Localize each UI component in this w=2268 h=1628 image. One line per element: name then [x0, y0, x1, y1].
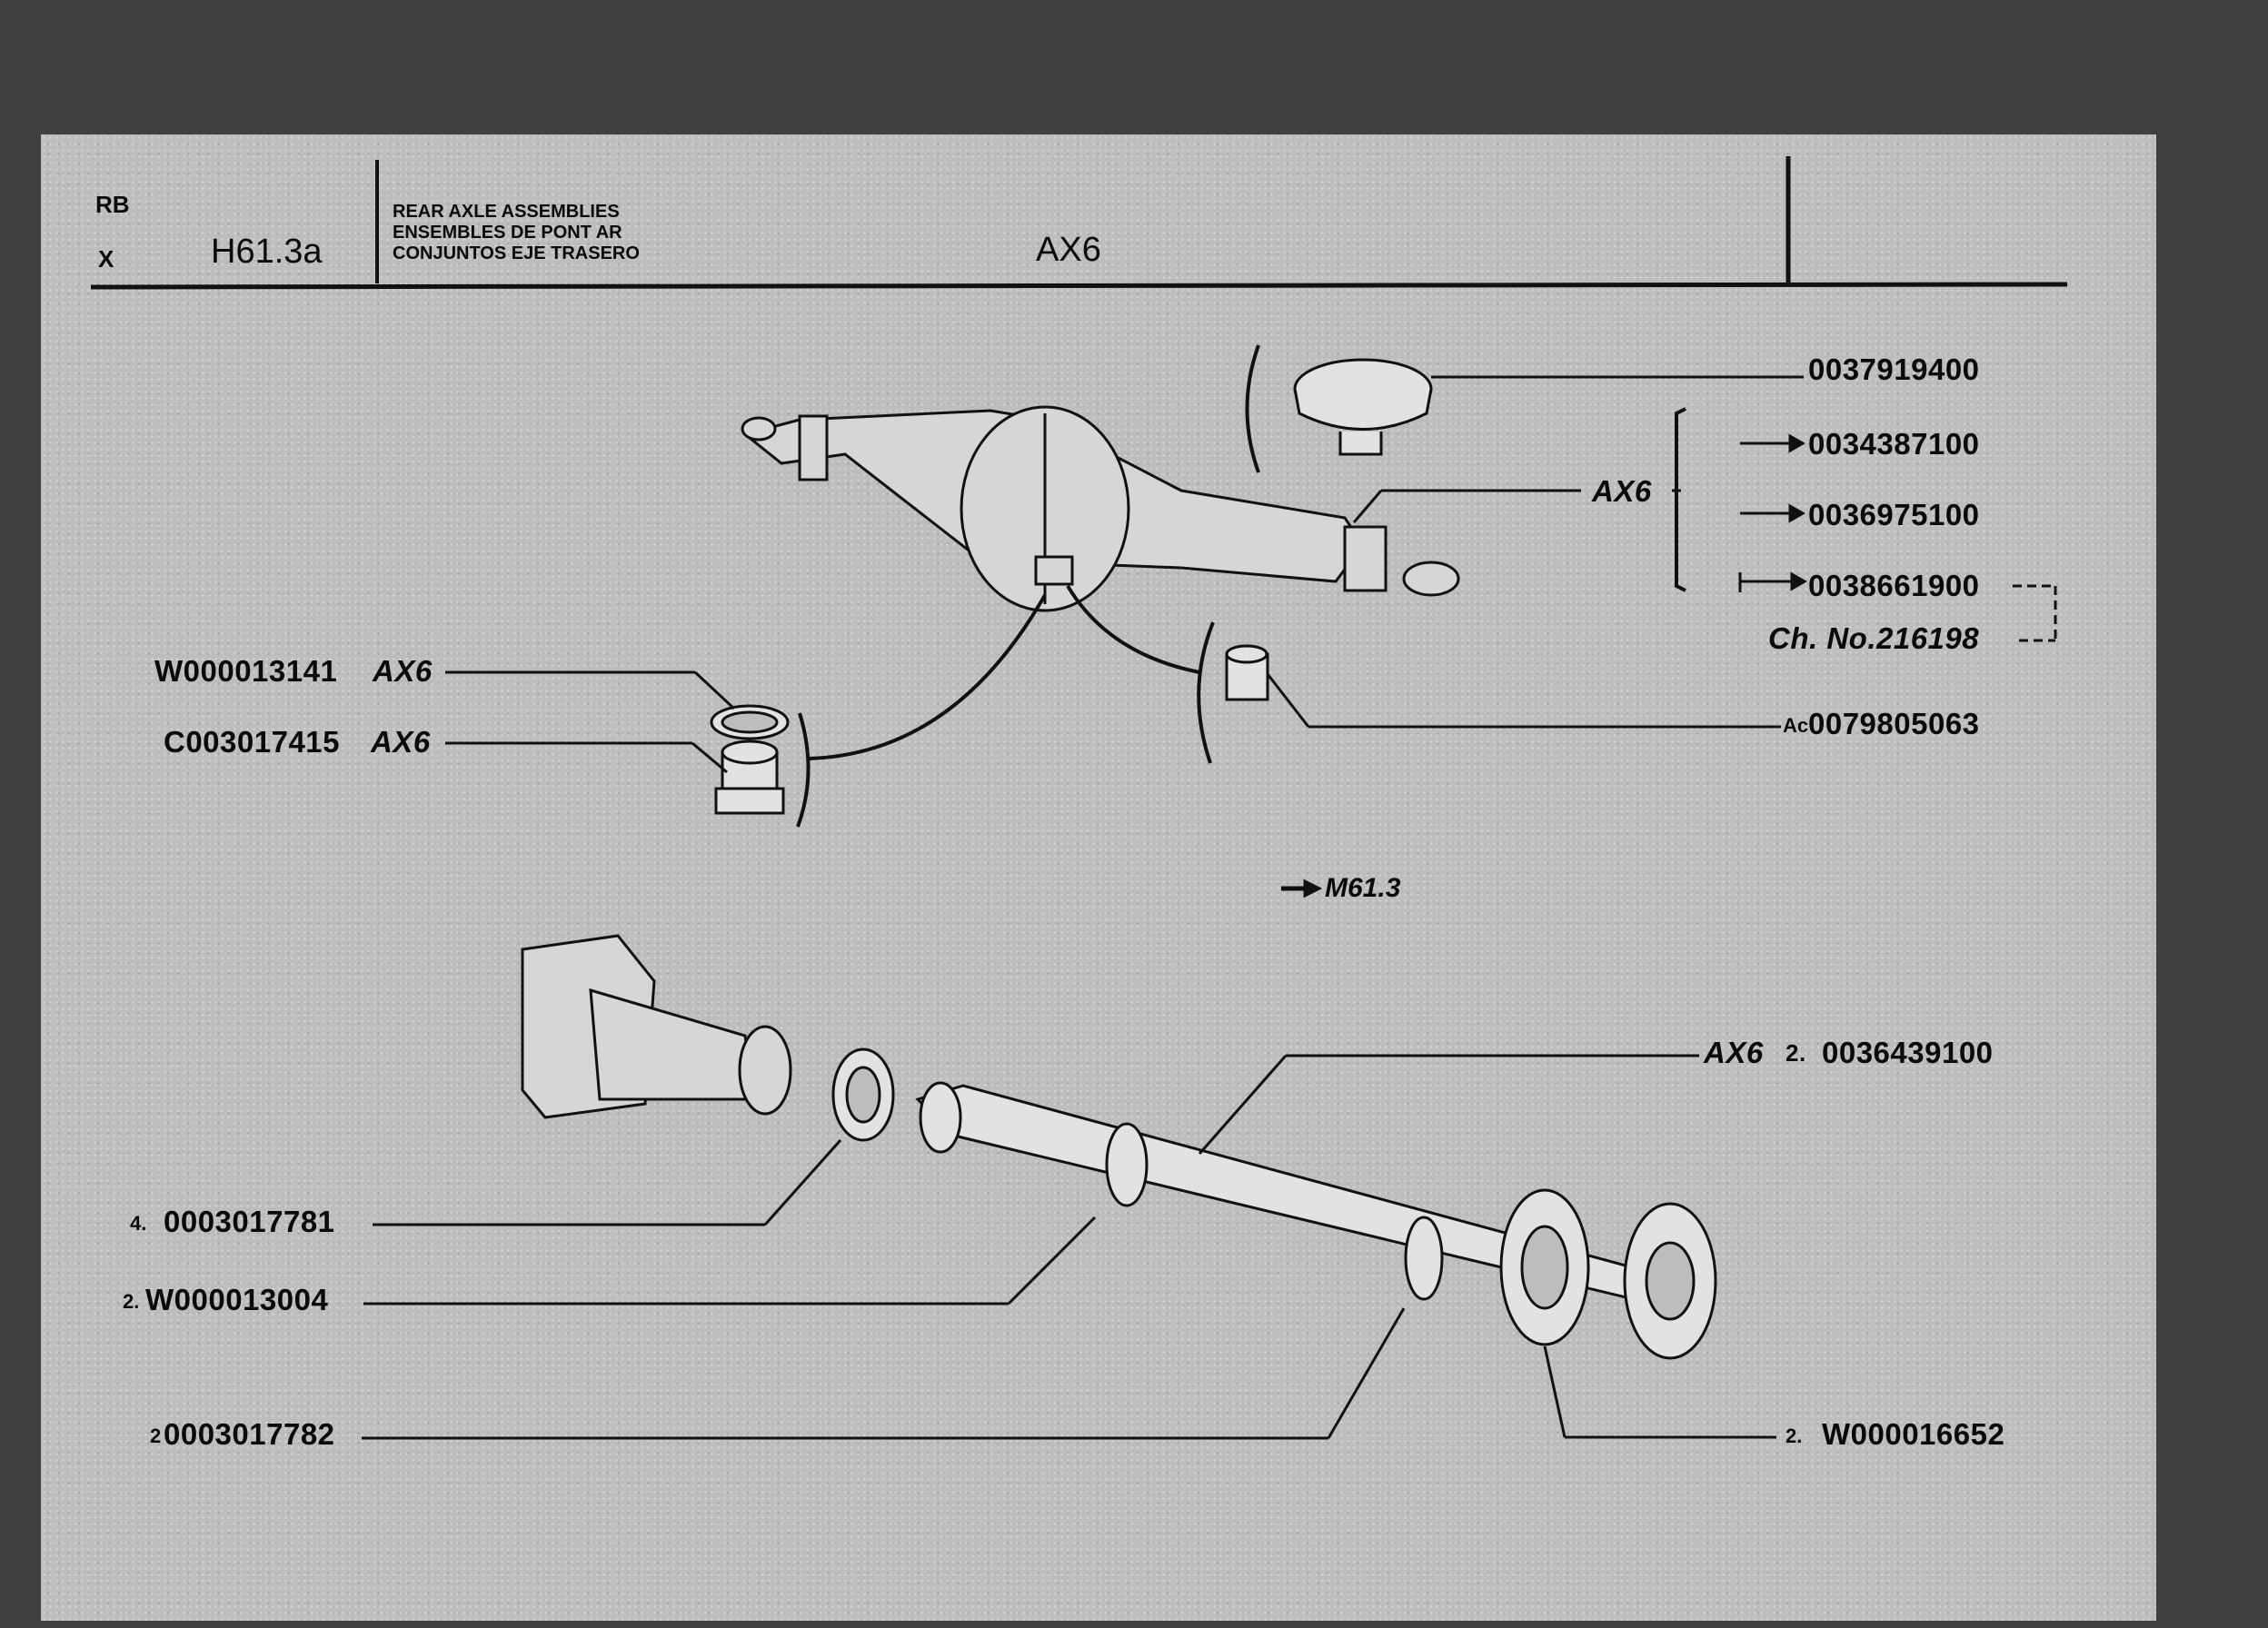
model-title: AX6 — [1036, 231, 1101, 269]
assembly-label: AX6 — [1592, 474, 1652, 508]
cross-reference: M61.3 — [1325, 873, 1401, 903]
axle-housing-drawing — [741, 405, 1460, 612]
drain-plug-drawing — [710, 594, 1047, 828]
lock-washer-part: 0003017782 — [164, 1417, 335, 1451]
axle-shaft-drawing — [915, 1081, 1717, 1360]
cover-drawing — [1245, 344, 1433, 473]
assembly-option-1: 0034387100 — [1808, 427, 1980, 461]
axle-shaft-qty: 2. — [1786, 1039, 1806, 1067]
chassis-number-note: Ch. No.216198 — [1768, 621, 1980, 655]
catalog-sheet — [41, 134, 2156, 1621]
seal-ring-part: W000013141 — [154, 654, 338, 688]
filler-plug-part: 0079805063 — [1808, 707, 1980, 740]
header-rules — [90, 156, 2068, 290]
washer-qty: 2. — [123, 1290, 140, 1313]
nut-part: 0003017781 — [164, 1205, 335, 1238]
axle-shaft-tag: AX6 — [1704, 1036, 1764, 1069]
nut-qty: 4. — [130, 1212, 147, 1235]
axle-shaft-part: 0036439100 — [1822, 1036, 1994, 1069]
filler-plug-prefix: Ac — [1783, 714, 1809, 737]
leader-lines — [362, 375, 2057, 1440]
lock-washer-qty: 2 — [150, 1424, 162, 1447]
seal-ring-tag: AX6 — [373, 654, 433, 688]
header-code-line2: X — [98, 245, 114, 273]
header-title-block: REAR AXLE ASSEMBLIES ENSEMBLES DE PONT A… — [393, 202, 640, 264]
drain-plug-part: C003017415 — [164, 725, 341, 759]
assembly-option-2: 0036975100 — [1808, 498, 1980, 531]
page-reference: H61.3a — [211, 233, 323, 271]
title-line-es: CONJUNTOS EJE TRASERO — [393, 243, 640, 263]
cover-part-number: 0037919400 — [1808, 352, 1980, 386]
gasket-qty: 2. — [1786, 1424, 1803, 1447]
drain-plug-tag: AX6 — [371, 725, 431, 759]
filler-plug-drawing — [1066, 584, 1269, 764]
title-line-en: REAR AXLE ASSEMBLIES — [393, 202, 620, 222]
header-code-line1: RB — [95, 191, 130, 218]
title-line-fr: ENSEMBLES DE PONT AR — [393, 223, 622, 243]
hub-drawing — [521, 934, 792, 1119]
nut-drawing — [831, 1047, 895, 1142]
assembly-option-3: 0038661900 — [1808, 569, 1980, 602]
gasket-part: W000016652 — [1822, 1417, 2005, 1451]
washer-part: W000013004 — [145, 1283, 329, 1316]
